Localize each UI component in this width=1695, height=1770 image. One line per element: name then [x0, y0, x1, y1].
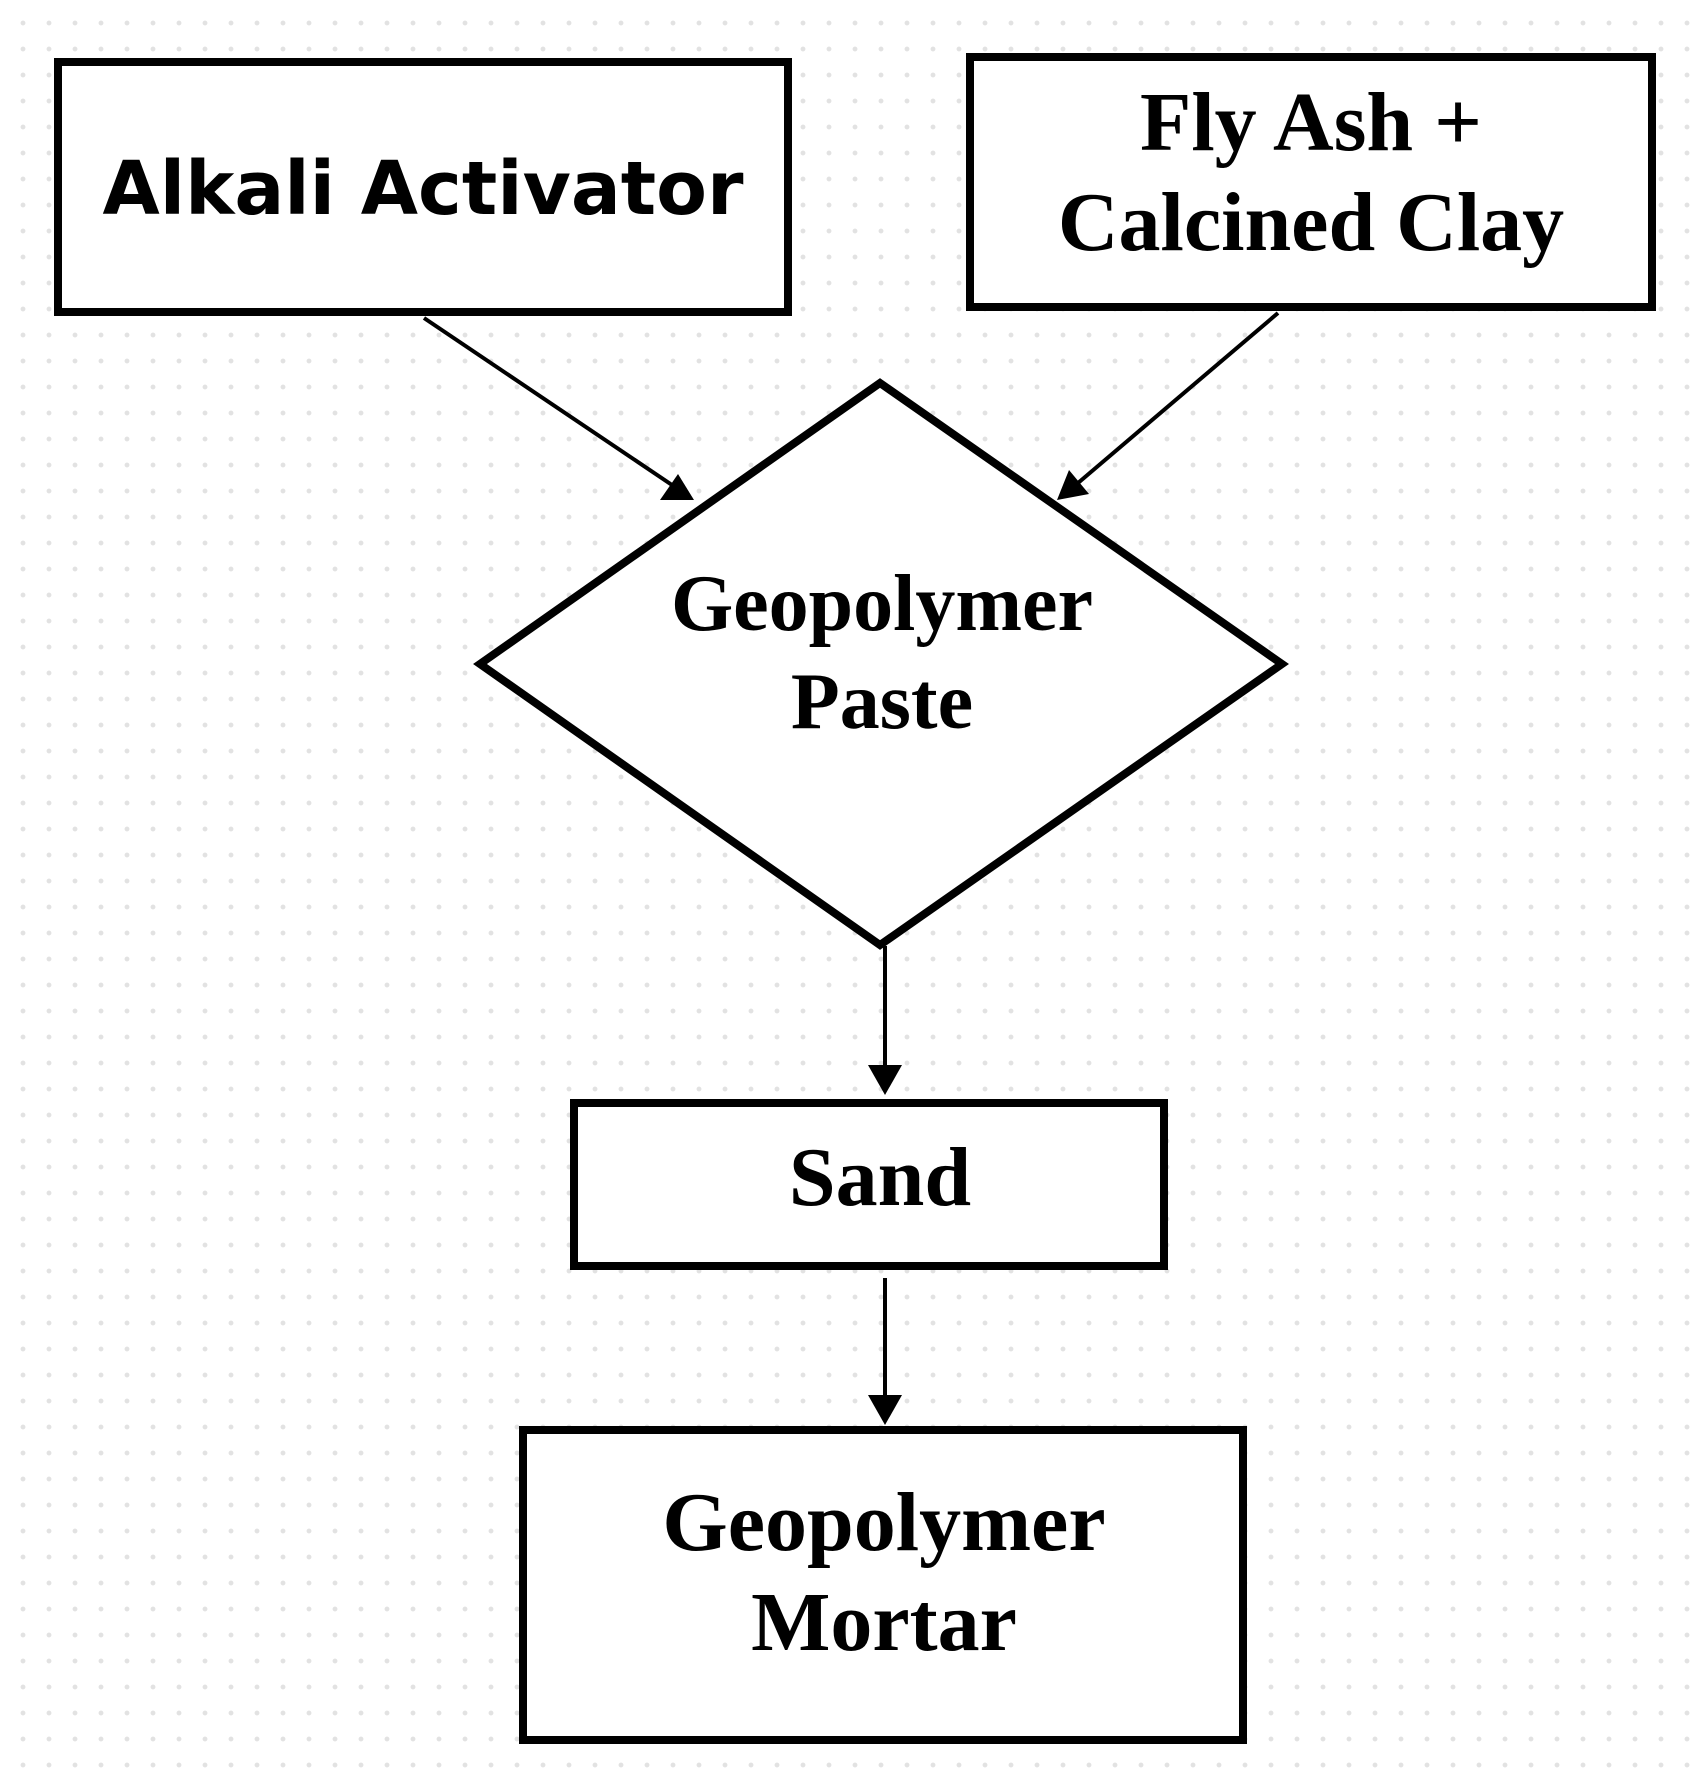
- geopolymer-mortar-line2: Mortar: [751, 1576, 1017, 1669]
- node-geopolymer-paste: Geopolymer Paste: [473, 378, 1289, 950]
- edge-sand-to-mortar: [868, 1278, 902, 1425]
- node-alkali-activator: Alkali Activator: [54, 58, 792, 316]
- calcined-clay-label: Calcined Clay: [1058, 176, 1564, 269]
- edge-flyash-to-paste: [1057, 311, 1280, 500]
- node-fly-ash-calcined-clay: Fly Ash + Calcined Clay: [966, 53, 1656, 311]
- edge-paste-to-sand: [868, 946, 902, 1095]
- geopolymer-paste-line1: Geopolymer: [671, 560, 1093, 648]
- alkali-activator-label: Alkali Activator: [102, 146, 744, 232]
- geopolymer-mortar-line1: Geopolymer: [662, 1476, 1105, 1569]
- fly-ash-label: Fly Ash +: [1140, 76, 1482, 169]
- edge-alkali-to-paste: [422, 316, 694, 500]
- geopolymer-paste-line2: Paste: [791, 658, 973, 746]
- node-geopolymer-mortar: Geopolymer Mortar: [519, 1426, 1247, 1744]
- sand-label: Sand: [789, 1131, 971, 1224]
- node-sand: Sand: [570, 1099, 1168, 1270]
